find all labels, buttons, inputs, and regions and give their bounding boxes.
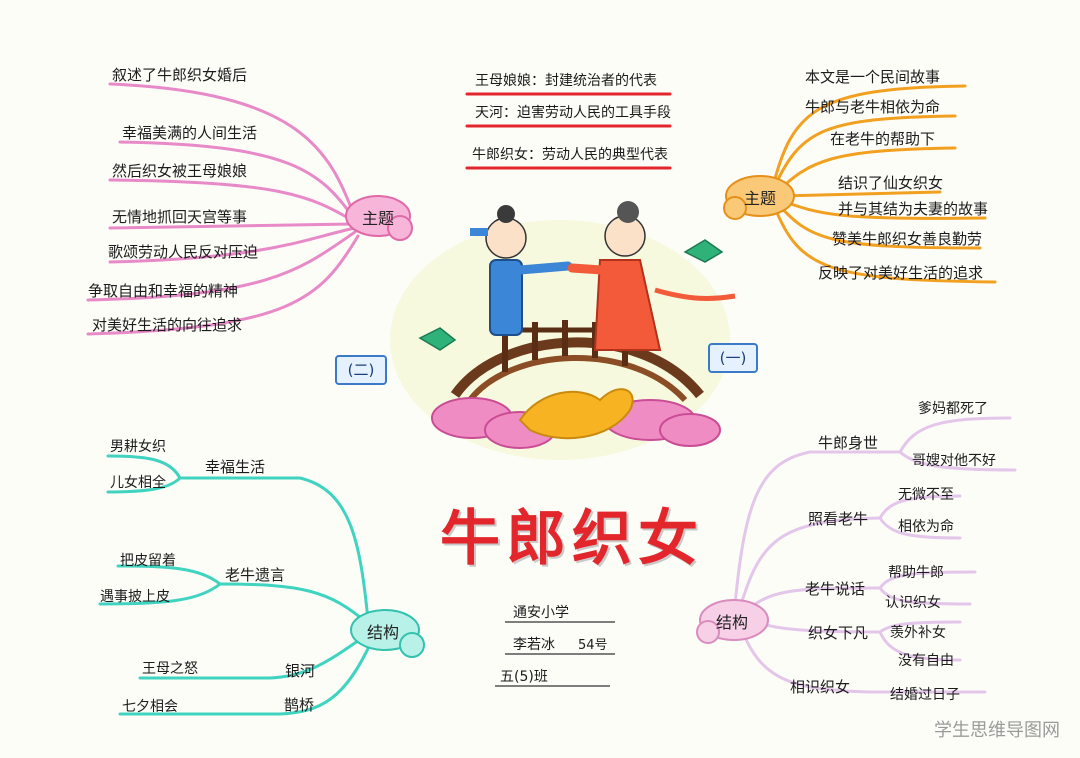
cloud-bl bbox=[350, 609, 425, 658]
author-class: 五(5)班 bbox=[500, 669, 548, 685]
branch-br-group: 相识织女 bbox=[790, 678, 851, 696]
branch-br-leaf: 羡外补女 bbox=[890, 625, 946, 641]
center-illustration bbox=[418, 201, 736, 449]
branch-br-leaf: 哥嫂对他不好 bbox=[912, 453, 996, 469]
branch-bl-leaf: 把皮留着 bbox=[120, 553, 176, 569]
branch-br-leaf: 认识织女 bbox=[885, 595, 941, 611]
branch-tr-item: 并与其结为夫妻的故事 bbox=[838, 200, 989, 218]
branch-tl-item: 争取自由和幸福的精神 bbox=[88, 282, 239, 300]
branch-tl-label: 主题 bbox=[362, 209, 395, 228]
branch-tl-lines bbox=[86, 82, 360, 336]
branch-tr-label: 主题 bbox=[744, 189, 777, 208]
branch-tl-item: 无情地抓回天宫等事 bbox=[112, 208, 248, 226]
branch-tl-item: 然后织女被王母娘娘 bbox=[112, 162, 248, 180]
top-note-2: 天河：迫害劳动人民的工具手段 bbox=[475, 105, 671, 121]
branch-br-label: 结构 bbox=[716, 613, 749, 632]
author-school: 通安小学 bbox=[513, 605, 569, 621]
branch-bl-leaf: 遇事披上皮 bbox=[100, 589, 170, 605]
branch-bl-group: 幸福生活 bbox=[205, 458, 266, 476]
author-name: 李若冰 bbox=[513, 637, 555, 653]
branch-tl-item: 歌颂劳动人民反对压迫 bbox=[108, 243, 259, 261]
branch-tr-item: 反映了对美好生活的追求 bbox=[818, 264, 984, 282]
branch-bl-lines bbox=[98, 454, 374, 716]
branch-bl-leaf: 男耕女织 bbox=[110, 439, 166, 455]
branch-tr-item: 本文是一个民间故事 bbox=[805, 68, 941, 86]
top-note-1: 王母娘娘：封建统治者的代表 bbox=[475, 73, 657, 89]
branch-br-leaf: 爹妈都死了 bbox=[918, 401, 988, 417]
branch-br-leaf: 帮助牛郎 bbox=[888, 565, 944, 581]
branch-bl-leaf: 儿女相全 bbox=[110, 475, 166, 491]
branch-br-group: 照看老牛 bbox=[808, 510, 869, 528]
branch-br-leaf: 相依为命 bbox=[898, 519, 954, 535]
cloud-tr bbox=[723, 175, 795, 220]
branch-tl-item: 幸福美满的人间生活 bbox=[122, 124, 258, 142]
branch-bl-group: 老牛遗言 bbox=[225, 566, 286, 584]
branch-br-group: 牛郎身世 bbox=[818, 434, 879, 452]
top-notes-underlines bbox=[465, 92, 672, 170]
main-title: 牛郎织女 bbox=[440, 504, 704, 574]
branch-tr-item: 在老牛的帮助下 bbox=[830, 130, 936, 148]
section-box-2: (二) bbox=[335, 355, 387, 385]
branch-bl-group: 鹊桥 bbox=[284, 696, 315, 714]
branch-br-group: 老牛说话 bbox=[805, 580, 866, 598]
branch-br-lines bbox=[733, 416, 1017, 694]
branch-tr-item: 结识了仙女织女 bbox=[838, 174, 944, 192]
cloud-tl bbox=[345, 195, 413, 241]
section-box-1: (一) bbox=[708, 343, 758, 373]
branch-tr-item: 赞美牛郎织女善良勤劳 bbox=[832, 230, 983, 248]
branch-br-leaf: 结婚过日子 bbox=[890, 687, 960, 703]
branch-bl-label: 结构 bbox=[367, 623, 400, 642]
branch-br-leaf: 没有自由 bbox=[898, 653, 954, 669]
author-underlines bbox=[495, 621, 615, 687]
branch-br-group: 织女下凡 bbox=[808, 624, 869, 642]
cloud-br bbox=[696, 599, 769, 644]
watermark-text: 学生思维导图网 bbox=[934, 720, 1060, 741]
branch-tr-item: 牛郎与老牛相依为命 bbox=[805, 98, 941, 116]
branch-tr-lines bbox=[770, 84, 997, 284]
author-number: 54号 bbox=[578, 638, 608, 653]
branch-bl-leaf: 王母之怒 bbox=[142, 661, 198, 677]
branch-tl-item: 叙述了牛郎织女婚后 bbox=[112, 66, 248, 84]
branch-bl-leaf: 七夕相会 bbox=[122, 699, 178, 715]
branch-tl-item: 对美好生活的向往追求 bbox=[92, 316, 243, 334]
branch-bl-group: 银河 bbox=[285, 662, 316, 680]
top-note-3: 牛郎织女：劳动人民的典型代表 bbox=[472, 147, 668, 163]
branch-br-leaf: 无微不至 bbox=[898, 487, 954, 503]
